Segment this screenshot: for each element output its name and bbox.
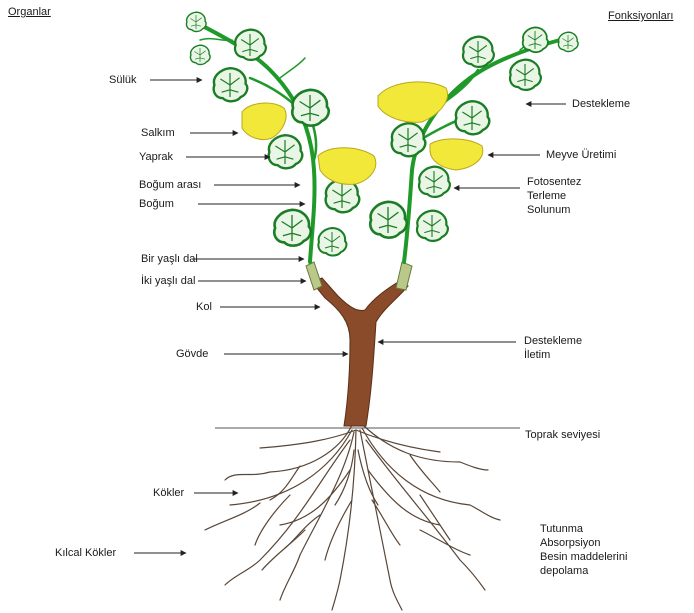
label-kol: Kol (196, 300, 212, 314)
fn-iletim: İletim (524, 348, 582, 362)
fn-tutunma: Tutunma (540, 522, 627, 536)
label-kokler: Kökler (153, 486, 184, 500)
fn-besin: Besin maddelerini (540, 550, 627, 564)
functions-header: Fonksiyonları (608, 10, 673, 22)
label-bogum-arasi: Boğum arası (139, 178, 201, 192)
label-yaprak: Yaprak (139, 150, 173, 164)
fn-terleme: Terleme (527, 189, 581, 203)
label-bogum: Boğum (139, 197, 174, 211)
label-govde: Gövde (176, 347, 208, 361)
fn-destekleme: Destekleme (524, 334, 582, 348)
grape-clusters (242, 82, 483, 184)
label-root-functions: Tutunma Absorpsiyon Besin maddelerini de… (540, 522, 627, 578)
label-kilcal-kokler: Kılcal Kökler (55, 546, 116, 560)
label-salkim: Salkım (141, 126, 175, 140)
organs-header: Organlar (8, 6, 51, 18)
fn-solunum: Solunum (527, 203, 581, 217)
label-toprak-seviyesi: Toprak seviyesi (525, 428, 600, 442)
label-iki-yasli-dal: İki yaşlı dal (141, 274, 195, 288)
label-bir-yasli-dal: Bir yaşlı dal (141, 252, 198, 266)
label-leaf-functions: Fotosentez Terleme Solunum (527, 175, 581, 217)
roots (205, 425, 500, 610)
fn-fotosentez: Fotosentez (527, 175, 581, 189)
label-suluk: Sülük (109, 73, 137, 87)
trunk (312, 278, 408, 426)
fn-depolama: depolama (540, 564, 627, 578)
label-destekleme-top: Destekleme (572, 97, 630, 111)
fn-absorpsiyon: Absorpsiyon (540, 536, 627, 550)
label-meyve-uretimi: Meyve Üretimi (546, 148, 616, 162)
label-trunk-functions: Destekleme İletim (524, 334, 582, 362)
